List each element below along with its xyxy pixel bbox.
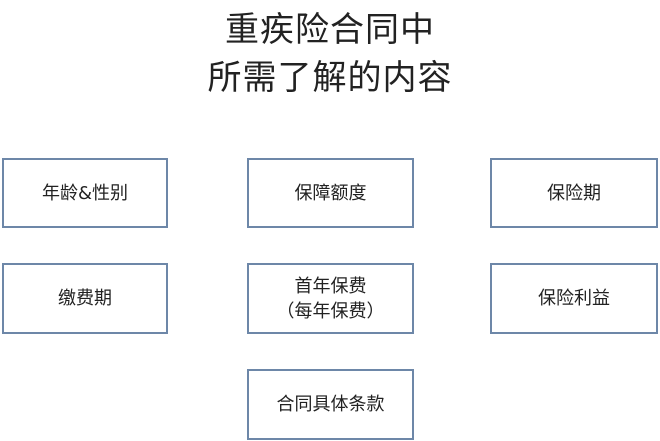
box-coverage-amount-label: 保障额度 (294, 182, 367, 204)
box-age-gender-label: 年龄&性别 (41, 182, 129, 204)
box-contract-terms: 合同具体条款 (247, 369, 414, 440)
box-coverage-amount: 保障额度 (247, 158, 414, 228)
page-title: 重疾险合同中 所需了解的内容 (0, 6, 660, 102)
box-premium-label-line2: （每年保费） (276, 300, 385, 322)
title-line-2: 所需了解的内容 (207, 58, 453, 98)
box-insurance-benefits: 保险利益 (490, 263, 658, 334)
box-payment-period-label: 缴费期 (58, 288, 112, 309)
box-insurance-period-label: 保险期 (547, 182, 601, 204)
box-age-gender: 年龄&性别 (2, 158, 168, 228)
box-payment-period: 缴费期 (2, 263, 168, 334)
box-premium: 首年保费 （每年保费） (247, 263, 414, 334)
box-premium-label-line1: 首年保费 (294, 275, 367, 297)
box-insurance-period: 保险期 (490, 158, 658, 228)
box-contract-terms-label: 合同具体条款 (276, 394, 385, 415)
title-line-1: 重疾险合同中 (225, 10, 435, 50)
box-insurance-benefits-label: 保险利益 (538, 288, 610, 309)
